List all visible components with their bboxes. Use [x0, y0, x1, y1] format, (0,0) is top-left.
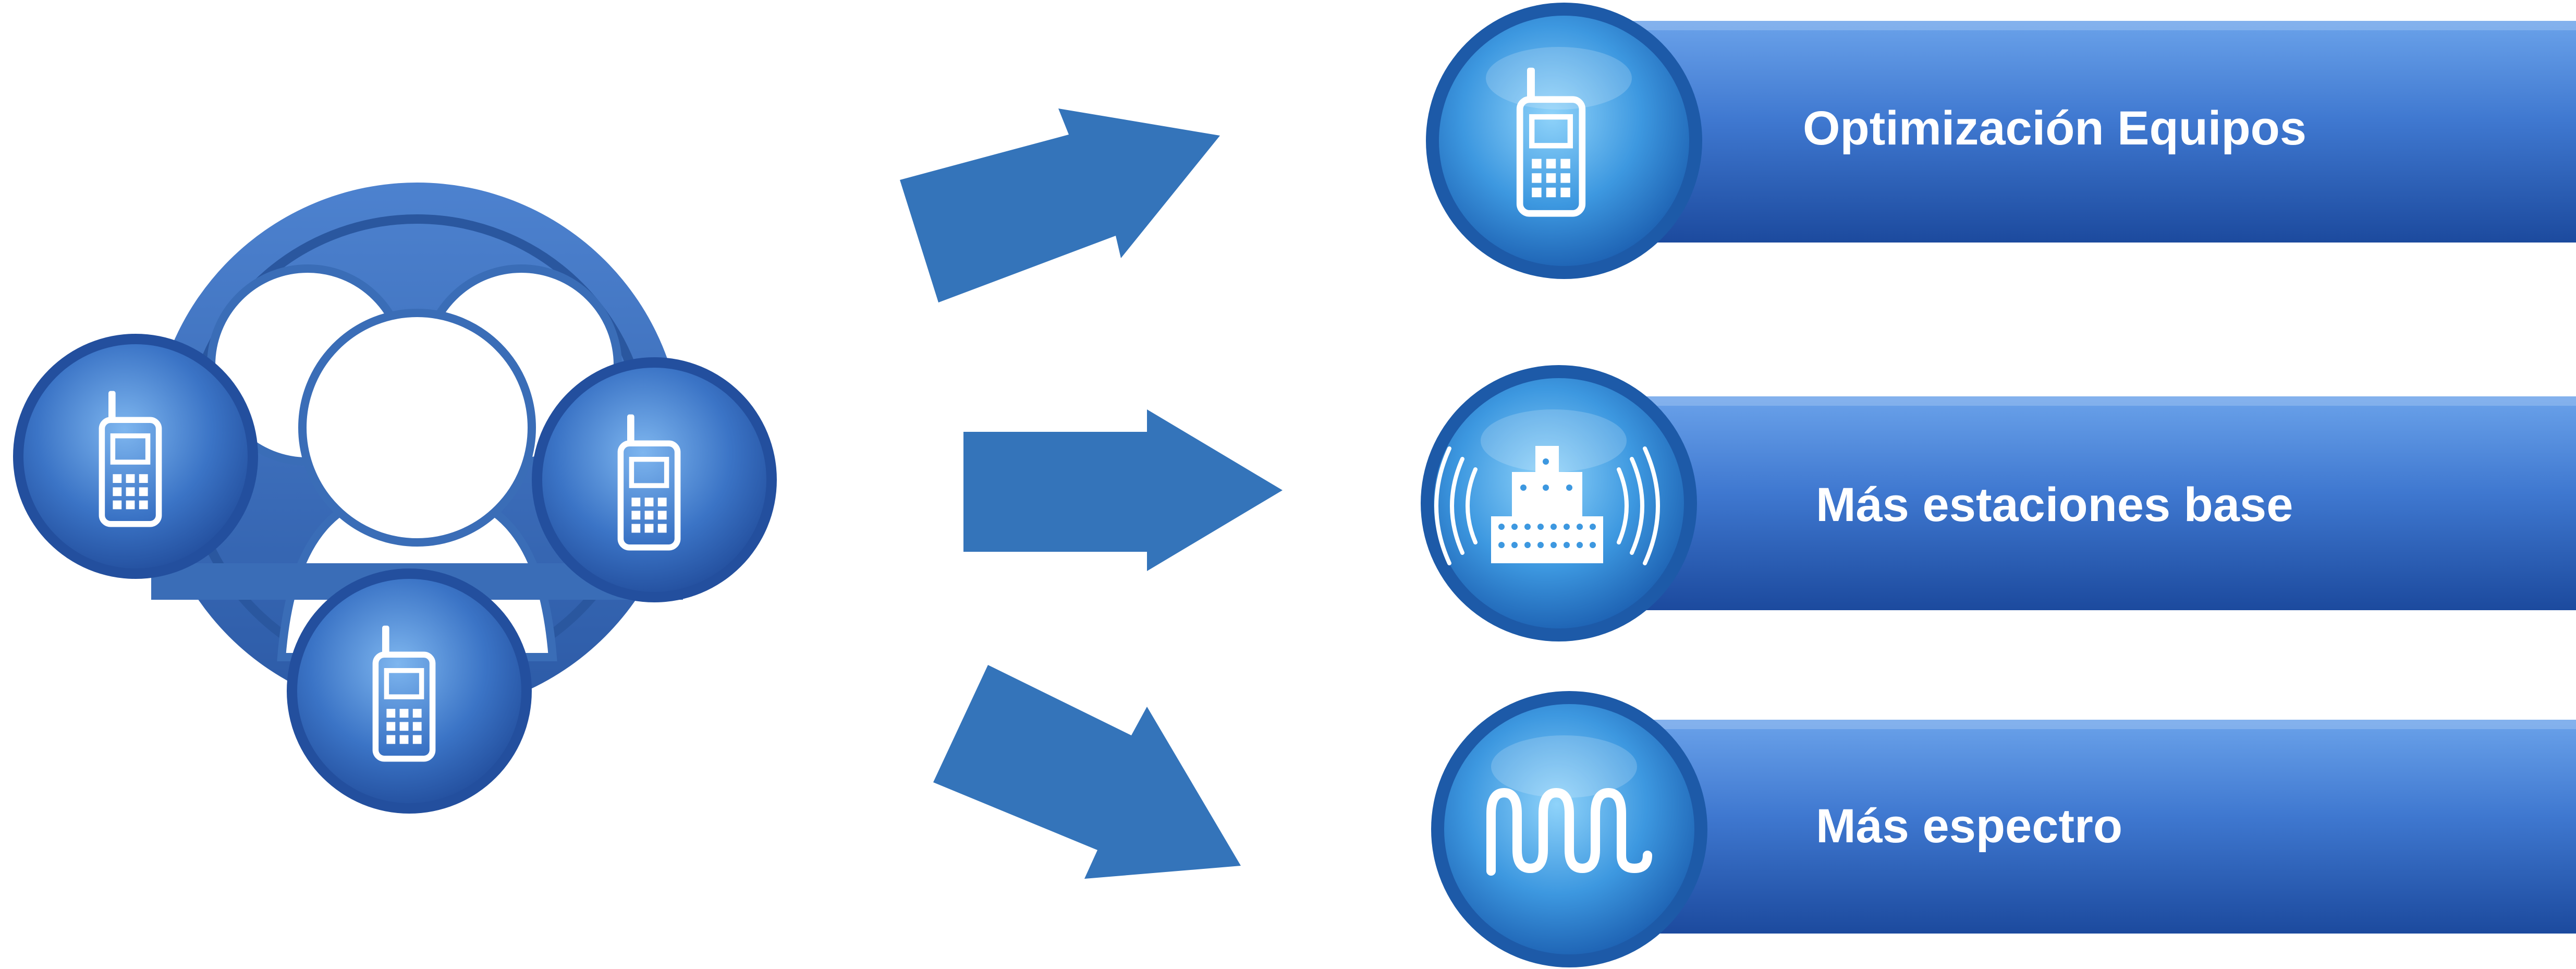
item-label-optimizacion-equipos: Optimización Equipos	[1803, 102, 2307, 155]
item-bar	[1569, 720, 2576, 934]
sine-wave-icon	[1486, 788, 1652, 876]
item-label-mas-espectro: Más espectro	[1816, 800, 2123, 853]
arrow-right-icon	[900, 108, 1220, 302]
base-station-icon	[1434, 446, 1660, 565]
item-mas-espectro	[1431, 691, 2576, 967]
item-disc	[1439, 16, 1689, 266]
item-optimizacion-equipos	[1426, 3, 2576, 279]
cluster-phone-left	[13, 334, 258, 579]
user-group-cluster	[13, 183, 777, 814]
arrow-right-icon	[963, 409, 1283, 571]
item-bar	[1564, 21, 2576, 243]
item-bar	[1564, 396, 2576, 610]
item-mas-estaciones-base	[1421, 365, 2576, 641]
arrow-right-icon	[933, 665, 1241, 879]
cluster-phone-bottom	[287, 568, 532, 814]
item-label-mas-estaciones-base: Más estaciones base	[1816, 478, 2293, 531]
cluster-phone-right	[532, 357, 777, 602]
